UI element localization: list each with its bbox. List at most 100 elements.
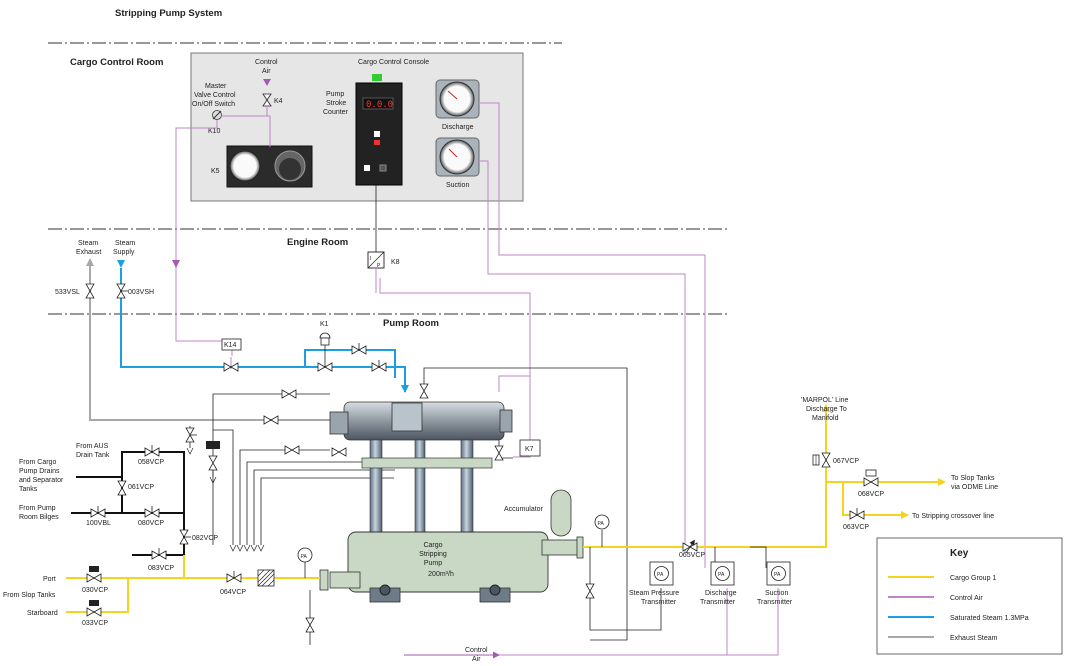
svg-text:I: I xyxy=(370,256,371,262)
accumulator-icon xyxy=(550,489,572,537)
actuator-k14[interactable] xyxy=(221,338,242,351)
valve-030vcp[interactable] xyxy=(86,566,102,583)
v058-label: 058VCP xyxy=(138,459,164,466)
valve-003vsh[interactable] xyxy=(116,283,128,299)
legend-title: Key xyxy=(950,548,969,559)
valve-061vcp[interactable] xyxy=(117,480,127,496)
from-cargo-drains-4: Tanks xyxy=(19,486,38,493)
k1-label: K1 xyxy=(320,321,329,328)
stroke-counter-display: 0.0.0 xyxy=(366,100,393,110)
suction-tx-label-1: Suction xyxy=(765,590,788,597)
valve-trap[interactable] xyxy=(208,455,218,471)
control-air-lines xyxy=(175,102,779,656)
valve-drain-3[interactable] xyxy=(331,447,347,457)
counter-button-4[interactable] xyxy=(379,164,387,172)
suction-transmitter xyxy=(766,561,791,586)
v080-label: 080VCP xyxy=(138,520,164,527)
pump-label-4: 200m³/h xyxy=(428,571,454,578)
steam-pt-label-2: Transmitter xyxy=(641,599,677,606)
pa-label-1: PA xyxy=(301,554,308,560)
valve-drain-2[interactable] xyxy=(284,445,300,455)
transducer-k8[interactable]: I P xyxy=(367,251,385,269)
valve-drain-1[interactable] xyxy=(281,389,297,399)
v030-label: 030VCP xyxy=(82,587,108,594)
starboard-label: Starboard xyxy=(27,610,58,617)
k4-label: K4 xyxy=(274,98,283,105)
counter-button-3[interactable] xyxy=(364,165,370,171)
master-valve-label-1: Master xyxy=(205,83,227,90)
valve-068vcp[interactable] xyxy=(863,469,879,487)
valve-steam-bypass[interactable] xyxy=(351,343,367,355)
marpol-label-1: 'MARPOL' Line xyxy=(801,397,849,404)
pump-stroke-label-2: Stroke xyxy=(326,100,346,107)
valve-steam-inlet[interactable] xyxy=(371,360,387,372)
pump-label-1: Cargo xyxy=(423,542,442,549)
air-inlet-arrow xyxy=(263,79,271,86)
steam-exhaust-label-2: Exhaust xyxy=(76,249,101,256)
control-air-label-2: Air xyxy=(262,68,271,75)
v065-label: 065VCP xyxy=(679,552,705,559)
to-slop-label-1: To Slop Tanks xyxy=(951,475,995,482)
k10-label: K10 xyxy=(208,128,221,135)
valve-063vcp[interactable] xyxy=(849,508,865,520)
valve-discharge-drain[interactable] xyxy=(585,583,595,599)
marpol-label-3: Manifold xyxy=(812,415,839,422)
status-led-icon xyxy=(372,74,382,81)
from-cargo-drains-3: and Separator xyxy=(19,477,64,484)
counter-button-2[interactable] xyxy=(374,140,380,145)
legend-label: Saturated Steam 1.3MPa xyxy=(950,615,1029,622)
counter-button-1[interactable] xyxy=(374,131,380,137)
v533-label: 533VSL xyxy=(55,289,80,296)
legend-label: Control Air xyxy=(950,595,983,602)
actuator-k1[interactable] xyxy=(320,337,330,346)
drain-funnels-icon xyxy=(186,447,265,552)
v033-label: 033VCP xyxy=(82,620,108,627)
valve-533vsl[interactable] xyxy=(85,283,95,299)
valve-air-top[interactable] xyxy=(419,383,429,399)
console-title: Cargo Control Console xyxy=(358,59,429,66)
valve-k1[interactable] xyxy=(317,362,333,372)
suction-tx-label-2: Transmitter xyxy=(757,599,793,606)
valve-100vbl[interactable] xyxy=(90,506,106,518)
k8-label: K8 xyxy=(391,259,400,266)
legend-label: Cargo Group 1 xyxy=(950,575,996,582)
valve-082vcp[interactable] xyxy=(179,529,191,545)
pump-label-3: Pump xyxy=(424,560,442,567)
discharge-tx-label-1: Discharge xyxy=(705,590,737,597)
valve-064vcp[interactable] xyxy=(226,571,242,583)
port-label: Port xyxy=(43,576,56,583)
to-strip-label: To Stripping crossover line xyxy=(912,513,994,520)
diagram-title: Stripping Pump System xyxy=(115,8,222,19)
bilge-drain-lines xyxy=(71,451,185,556)
valve-exhaust[interactable] xyxy=(263,415,279,425)
from-aus-label-1: From AUS xyxy=(76,443,109,450)
discharge-tx-label-2: Transmitter xyxy=(700,599,736,606)
valve-058vcp[interactable] xyxy=(144,445,160,457)
steam-trap-icon xyxy=(206,441,220,449)
suction-gauge-label: Suction xyxy=(446,182,469,189)
valve-k7[interactable] xyxy=(494,445,504,461)
pa-label-2: PA xyxy=(598,521,605,527)
pa-label-4: PA xyxy=(718,572,725,578)
valve-pump-drain[interactable] xyxy=(305,617,315,633)
pa-label-5: PA xyxy=(774,572,781,578)
v083-label: 083VCP xyxy=(148,565,174,572)
v067-label: 067VCP xyxy=(833,458,859,465)
valve-080vcp[interactable] xyxy=(144,506,160,518)
valve-033vcp[interactable] xyxy=(86,600,102,617)
control-air-label-1: Control xyxy=(255,59,278,66)
steam-supply-line xyxy=(120,268,396,378)
pump-stroke-label-3: Counter xyxy=(323,109,349,116)
valve-083vcp[interactable] xyxy=(151,548,167,560)
k5-gauge-icon xyxy=(229,150,261,182)
actuator-k7[interactable] xyxy=(519,439,541,457)
valve-k4[interactable] xyxy=(262,93,272,107)
v082-label: 082VCP xyxy=(192,535,218,542)
valve-drain-left[interactable] xyxy=(185,427,197,443)
valve-k14[interactable] xyxy=(223,362,239,372)
svg-text:P: P xyxy=(377,263,381,269)
v064-label: 064VCP xyxy=(220,589,246,596)
valve-067vcp[interactable] xyxy=(812,452,831,468)
valve-065vcp[interactable] xyxy=(682,539,698,554)
